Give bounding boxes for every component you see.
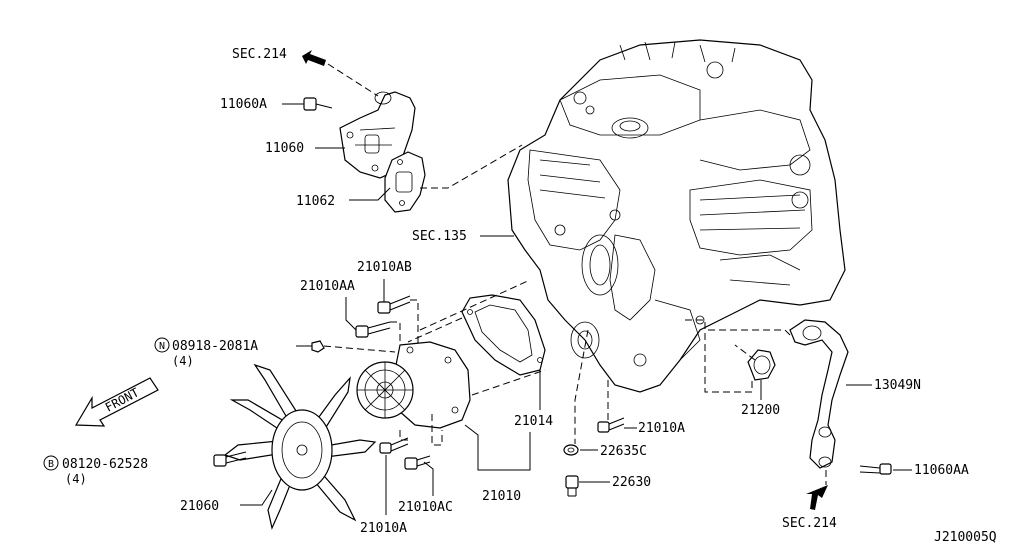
b-marker-circle [43, 455, 59, 471]
label-qty-b: (4) [65, 472, 87, 486]
label-front: FRONT [103, 385, 141, 414]
bolt-21010A-right-drawing [597, 417, 625, 433]
washer-22635C-drawing [563, 444, 579, 456]
water-outlet-11060-drawing [339, 91, 416, 179]
sec214-top-arrow-icon [302, 50, 326, 66]
label-21010A-bottom[interactable]: 21010A [360, 521, 407, 536]
label-08120[interactable]: 08120-62528 [62, 457, 148, 472]
sec214-bottom-arrow-icon [806, 485, 828, 510]
label-11060[interactable]: 11060 [265, 141, 304, 156]
n-marker-label: N [159, 341, 165, 352]
label-21014[interactable]: 21014 [514, 414, 553, 429]
label-21010AB[interactable]: 21010AB [357, 260, 412, 275]
label-sec214-top[interactable]: SEC.214 [232, 47, 287, 62]
gasket-21014-drawing [461, 294, 546, 376]
thermostat-21200-drawing [747, 349, 776, 381]
label-22630[interactable]: 22630 [612, 475, 651, 490]
label-08918[interactable]: 08918-2081A [172, 339, 258, 354]
front-arrow-icon [74, 377, 159, 427]
label-qty-n: (4) [172, 354, 194, 368]
label-11060A[interactable]: 11060A [220, 97, 267, 112]
label-13049N[interactable]: 13049N [874, 378, 921, 393]
label-22635C[interactable]: 22635C [600, 444, 647, 459]
drawing-id: J210005Q [934, 530, 997, 545]
bolt-11060A-drawing [303, 97, 333, 111]
label-21010[interactable]: 21010 [482, 489, 521, 504]
leader-lines [240, 63, 912, 515]
water-pump-21010-drawing [356, 341, 471, 429]
label-sec214-bottom[interactable]: SEC.214 [782, 516, 837, 531]
bolt-21010AC-drawing [404, 455, 431, 470]
water-inlet-13049N-drawing [789, 319, 849, 469]
bolt-21010AB-drawing [377, 295, 411, 314]
bolt-21010A-bottom-drawing [379, 437, 409, 454]
label-21010AA[interactable]: 21010AA [300, 279, 355, 294]
label-21010A-right[interactable]: 21010A [638, 421, 685, 436]
bolt-08120-drawing [213, 451, 247, 467]
gasket-11062-drawing [384, 151, 426, 213]
n-marker-circle [154, 337, 170, 353]
engine-block-drawing [507, 39, 846, 393]
label-21200[interactable]: 21200 [741, 403, 780, 418]
bolt-11060AA-drawing [859, 463, 892, 475]
fan-21060-drawing [223, 363, 377, 530]
label-21010AC[interactable]: 21010AC [398, 500, 453, 515]
sensor-22630-drawing [565, 475, 579, 497]
label-11062[interactable]: 11062 [296, 194, 335, 209]
label-21060[interactable]: 21060 [180, 499, 219, 514]
bolt-21010AA-drawing [355, 321, 391, 338]
label-11060AA[interactable]: 11060AA [914, 463, 969, 478]
nut-08918-drawing [311, 340, 325, 353]
label-sec135[interactable]: SEC.135 [412, 229, 467, 244]
b-marker-label: B [48, 459, 54, 470]
